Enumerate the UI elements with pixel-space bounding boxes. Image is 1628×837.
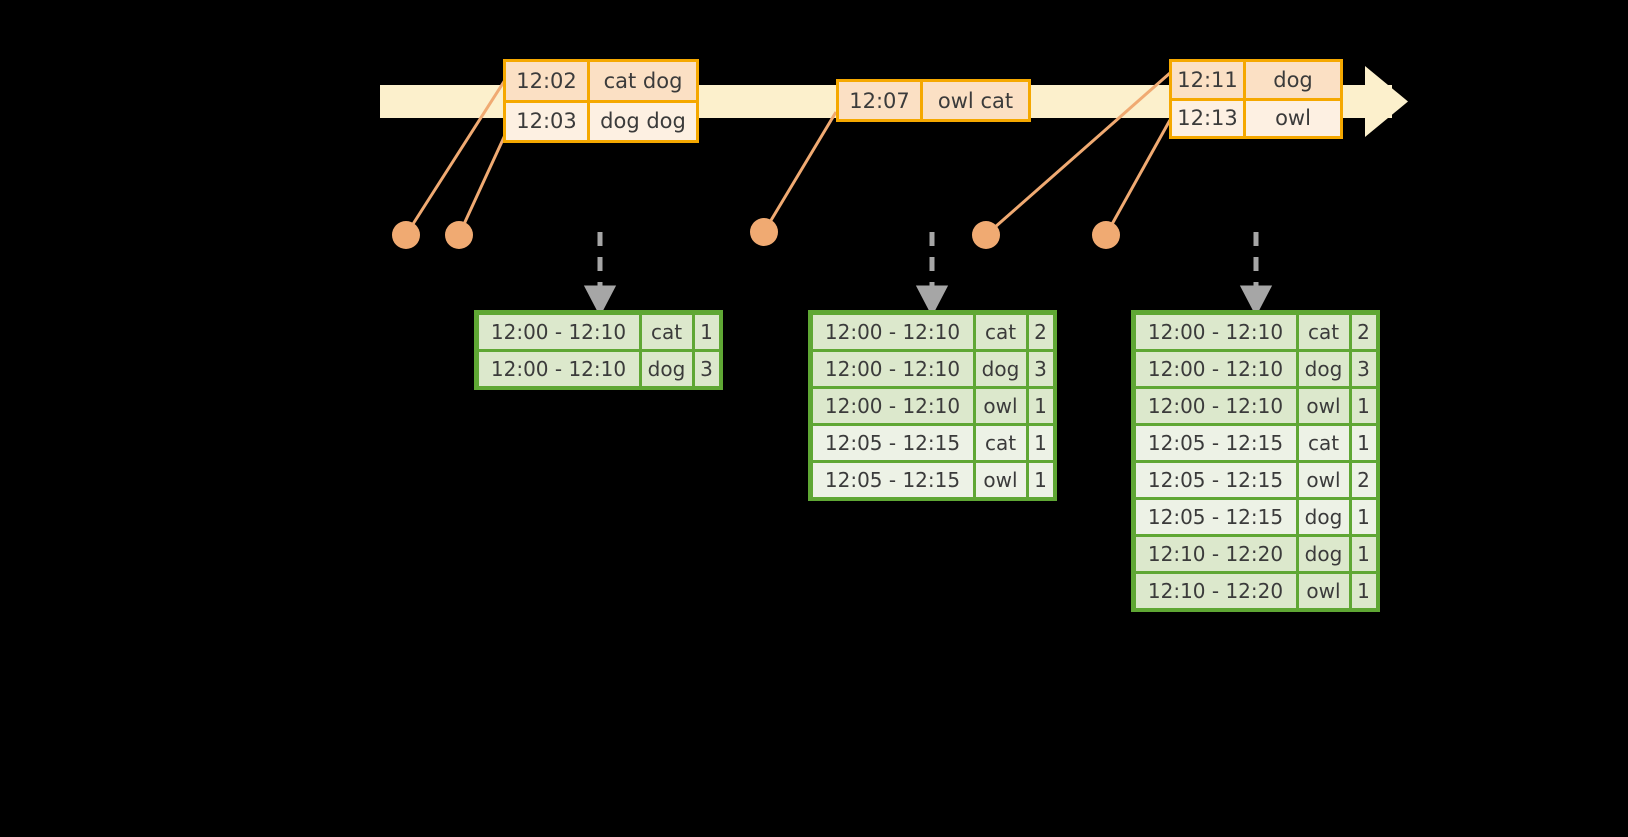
cell-count: 2 bbox=[1351, 462, 1376, 497]
cell-key: cat bbox=[975, 425, 1026, 460]
event-dot-1 bbox=[392, 221, 420, 249]
cell-window: 12:05 - 12:15 bbox=[1135, 425, 1296, 460]
connector-line-2 bbox=[457, 134, 507, 236]
emit-arrow-head-3 bbox=[1239, 285, 1273, 317]
cell-count: 1 bbox=[1028, 425, 1053, 460]
event-time: 12:13 bbox=[1172, 100, 1246, 136]
connector-line-1 bbox=[404, 79, 507, 236]
emit-arrow-head-2 bbox=[915, 285, 949, 317]
cell-key: owl bbox=[1298, 573, 1349, 608]
event-box-1[interactable]: 12:02 cat dog 12:03 dog dog bbox=[503, 59, 699, 143]
cell-window: 12:10 - 12:20 bbox=[1135, 573, 1296, 608]
connector-line-3 bbox=[762, 111, 838, 233]
event-words: dog bbox=[1246, 62, 1340, 98]
cell-key: cat bbox=[641, 314, 692, 349]
cell-window: 12:00 - 12:10 bbox=[812, 314, 973, 349]
cell-key: owl bbox=[975, 462, 1026, 497]
event-words: owl cat bbox=[923, 82, 1028, 119]
cell-count: 1 bbox=[1351, 425, 1376, 460]
cell-window: 12:00 - 12:10 bbox=[1135, 388, 1296, 423]
cell-key: cat bbox=[1298, 314, 1349, 349]
cell-window: 12:05 - 12:15 bbox=[812, 462, 973, 497]
cell-count: 1 bbox=[694, 314, 719, 349]
event-time: 12:07 bbox=[839, 82, 923, 119]
connector-lines bbox=[404, 71, 1172, 237]
connector-line-5 bbox=[1104, 119, 1172, 236]
event-time: 12:02 bbox=[506, 62, 590, 100]
cell-key: dog bbox=[975, 351, 1026, 386]
cell-key: owl bbox=[975, 388, 1026, 423]
cell-key: dog bbox=[1298, 536, 1349, 571]
cell-count: 1 bbox=[1351, 499, 1376, 534]
cell-count: 1 bbox=[1351, 536, 1376, 571]
cell-count: 1 bbox=[1351, 573, 1376, 608]
cell-key: owl bbox=[1298, 388, 1349, 423]
event-dots bbox=[392, 218, 1120, 249]
event-dot-4 bbox=[972, 221, 1000, 249]
connector-line-4 bbox=[985, 71, 1171, 237]
cell-window: 12:00 - 12:10 bbox=[812, 388, 973, 423]
cell-key: cat bbox=[975, 314, 1026, 349]
cell-key: dog bbox=[1298, 351, 1349, 386]
cell-window: 12:10 - 12:20 bbox=[1135, 536, 1296, 571]
cell-key: cat bbox=[1298, 425, 1349, 460]
cell-count: 1 bbox=[1028, 462, 1053, 497]
cell-count: 1 bbox=[1351, 388, 1376, 423]
cell-count: 1 bbox=[1028, 388, 1053, 423]
cell-window: 12:00 - 12:10 bbox=[478, 351, 639, 386]
event-dot-5 bbox=[1092, 221, 1120, 249]
cell-count: 2 bbox=[1028, 314, 1053, 349]
event-words: dog dog bbox=[590, 102, 696, 140]
event-box-3[interactable]: 12:11 dog 12:13 owl bbox=[1169, 59, 1343, 139]
event-dot-3 bbox=[750, 218, 778, 246]
event-box-2[interactable]: 12:07 owl cat bbox=[836, 79, 1031, 122]
cell-count: 3 bbox=[1351, 351, 1376, 386]
event-dot-2 bbox=[445, 221, 473, 249]
cell-window: 12:05 - 12:15 bbox=[1135, 499, 1296, 534]
cell-window: 12:00 - 12:10 bbox=[812, 351, 973, 386]
cell-window: 12:00 - 12:10 bbox=[1135, 351, 1296, 386]
cell-window: 12:00 - 12:10 bbox=[478, 314, 639, 349]
cell-count: 3 bbox=[694, 351, 719, 386]
event-row: 12:07 owl cat bbox=[839, 82, 1028, 119]
event-time: 12:11 bbox=[1172, 62, 1246, 98]
event-row: 12:03 dog dog bbox=[506, 99, 696, 140]
event-words: owl bbox=[1246, 100, 1340, 136]
cell-count: 3 bbox=[1028, 351, 1053, 386]
event-row: 12:02 cat dog bbox=[506, 62, 696, 100]
emit-arrows bbox=[583, 232, 1273, 317]
event-time: 12:03 bbox=[506, 102, 590, 140]
emit-arrow-head-1 bbox=[583, 285, 617, 317]
cell-window: 12:00 - 12:10 bbox=[1135, 314, 1296, 349]
event-row: 12:13 owl bbox=[1172, 97, 1340, 136]
cell-key: dog bbox=[641, 351, 692, 386]
cell-window: 12:05 - 12:15 bbox=[812, 425, 973, 460]
event-row: 12:11 dog bbox=[1172, 62, 1340, 98]
cell-key: dog bbox=[1298, 499, 1349, 534]
cell-window: 12:05 - 12:15 bbox=[1135, 462, 1296, 497]
event-words: cat dog bbox=[590, 62, 696, 100]
cell-count: 2 bbox=[1351, 314, 1376, 349]
cell-key: owl bbox=[1298, 462, 1349, 497]
